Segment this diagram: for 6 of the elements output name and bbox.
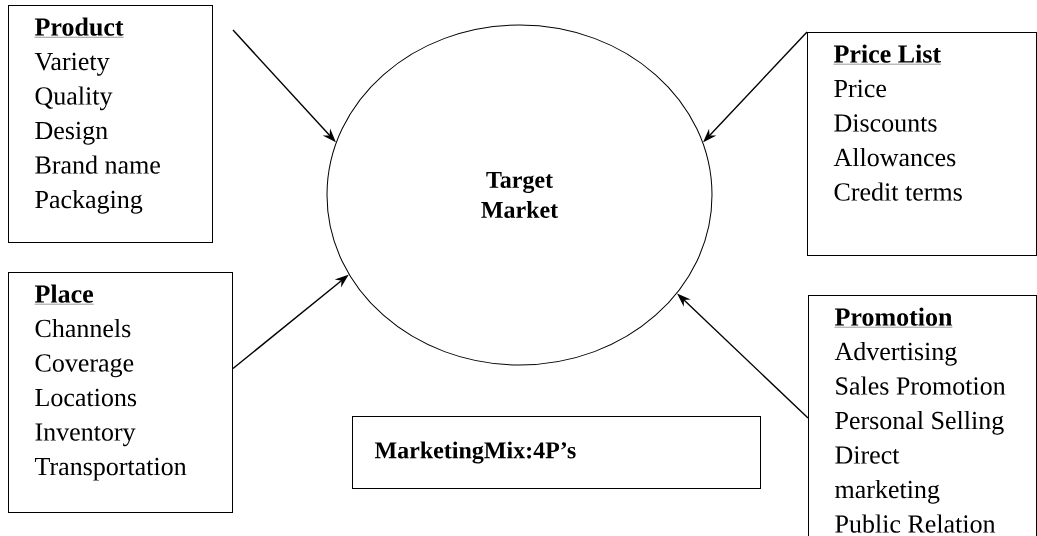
list-box: Promotion Advertising Sales Promotion Personal Selling Direct marketing Public Relation	[808, 295, 1037, 536]
list-box: Product Variety Quality Design Brand name Packaging	[8, 5, 213, 243]
title-box: MarketingMix:4P’s	[352, 416, 761, 489]
list-box: Price List Price Discounts Allowances Credit terms	[807, 32, 1037, 256]
oval: Target Market	[326, 24, 713, 366]
list-box: Place Channels Coverage Locations Inventory Transportation	[8, 272, 233, 513]
